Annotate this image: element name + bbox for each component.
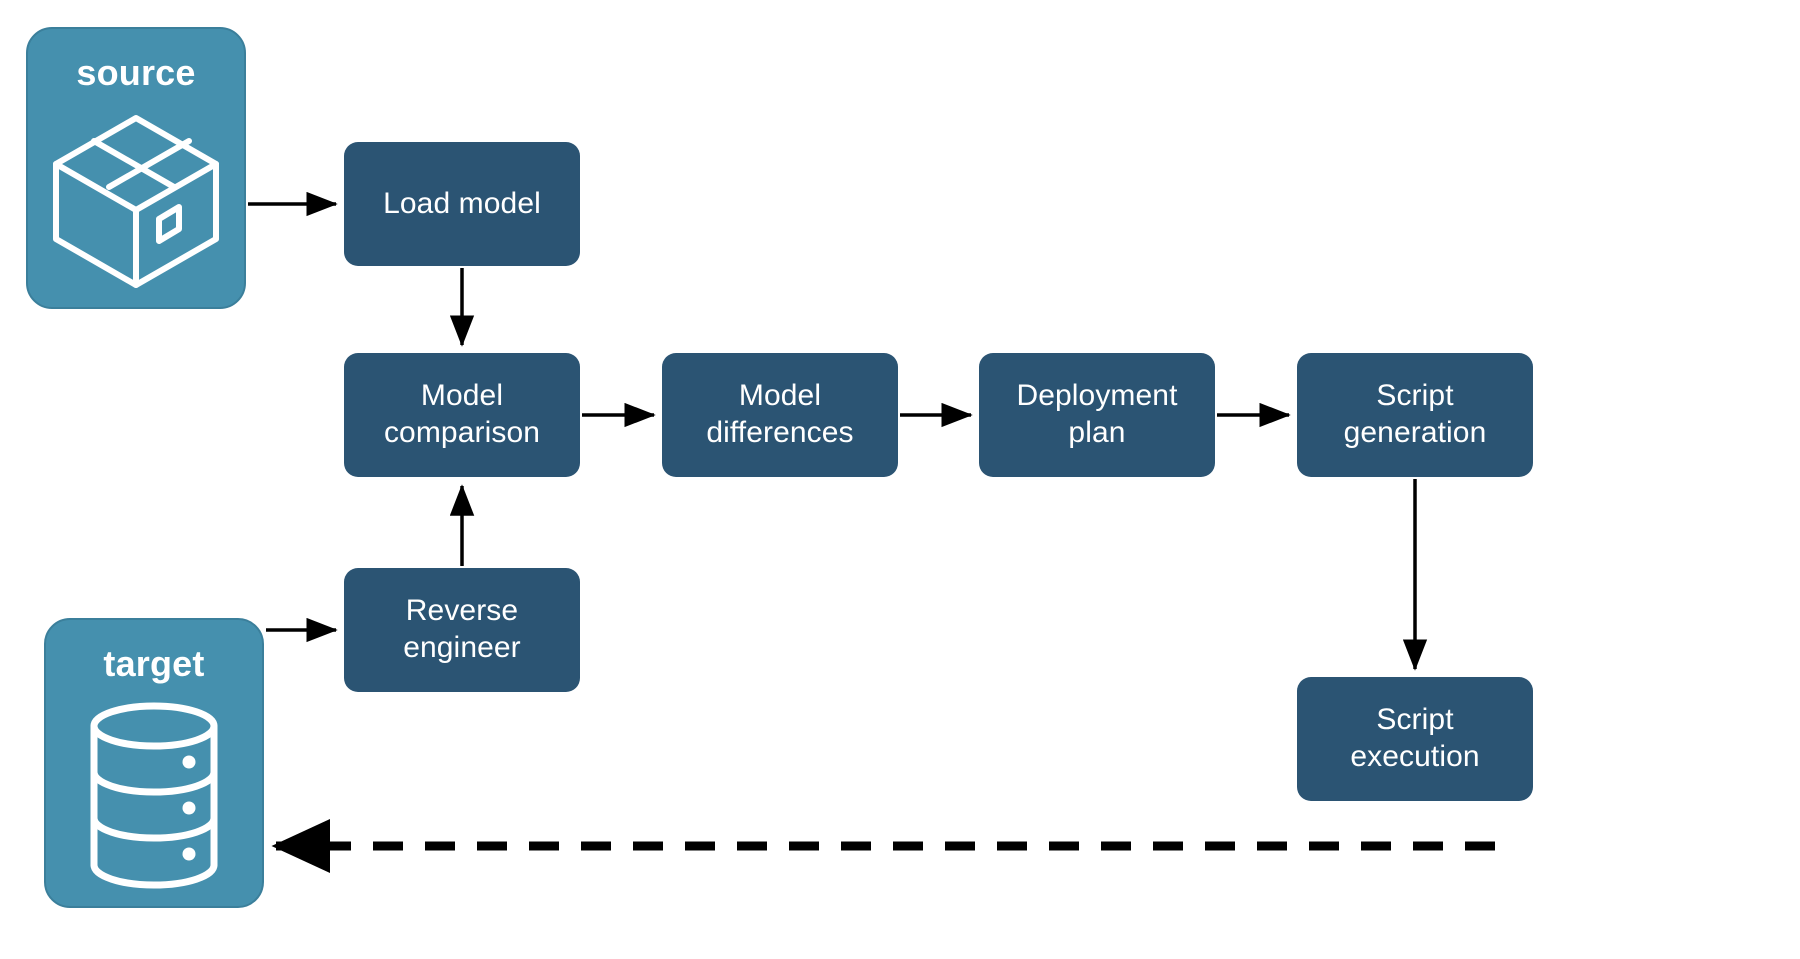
process-model-differences[interactable]: Model differences (662, 353, 898, 477)
endpoint-source[interactable]: source (26, 27, 246, 309)
process-model-comparison[interactable]: Model comparison (344, 353, 580, 477)
endpoint-source-label: source (76, 52, 196, 93)
process-script-generation[interactable]: Script generation (1297, 353, 1533, 477)
process-script-execution[interactable]: Script execution (1297, 677, 1533, 801)
package-box-icon (28, 95, 244, 307)
endpoint-target[interactable]: target (44, 618, 264, 908)
database-cylinder-icon (46, 686, 262, 906)
endpoint-target-label: target (103, 643, 205, 684)
process-deployment-plan[interactable]: Deployment plan (979, 353, 1215, 477)
process-load-model[interactable]: Load model (344, 142, 580, 266)
process-reverse-engineer[interactable]: Reverse engineer (344, 568, 580, 692)
